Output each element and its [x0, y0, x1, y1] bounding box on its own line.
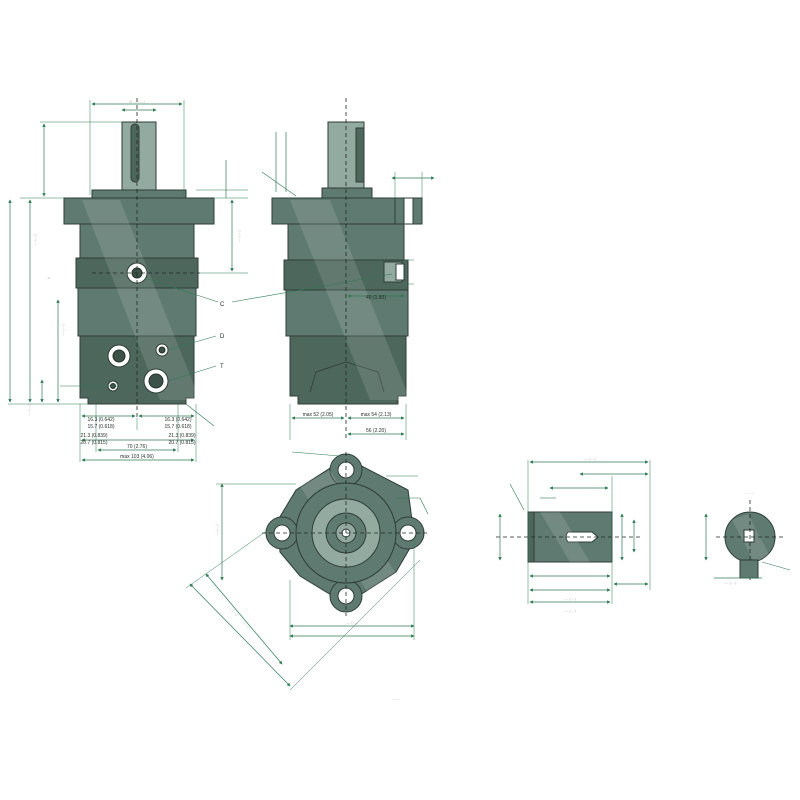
dim-text-40: 40 (1.60) [366, 295, 386, 301]
dim-text-21-3-left: 21.3 (0.839) [81, 433, 108, 439]
dim-text-70: 70 (2.76) [127, 444, 147, 450]
dim-text-faint: b [46, 276, 51, 279]
dim-text-faint: — (—) [214, 523, 219, 535]
side-flange-slot [403, 197, 414, 225]
dim-text-faint: — (—) [584, 456, 596, 461]
front-shaft-keyway [130, 123, 140, 183]
dim-text-20-7-left: 20.7 (0.815) [81, 440, 108, 446]
dim-text-16-3-right: 16.3 (0.642) [165, 417, 192, 423]
label-port-c: C [220, 302, 225, 308]
dim-text-21-3-right: 21.3 (0.839) [169, 433, 196, 439]
dim-text-16-3-left: 16.3 (0.642) [88, 417, 115, 423]
dim-text-faint: — (—) [236, 229, 241, 241]
dim-text-faint: — (—) [239, 617, 251, 629]
leader-shaft-chamfer [509, 483, 525, 511]
dim-text-faint: Ø — (—) [129, 99, 146, 104]
dim-text-max-54: max 54 (2.13) [361, 412, 392, 418]
side-sheen [290, 200, 410, 400]
dim-diagonal-2 [205, 573, 283, 665]
port-d-front-bore [158, 346, 166, 354]
side-port-fitting-bore [395, 263, 405, 281]
dim-text-faint: — (—) [724, 580, 736, 585]
drawing-note-faint: — — [391, 696, 400, 701]
front-mounting-flange [63, 197, 215, 225]
leader-d [167, 335, 217, 351]
dim-text-faint: — (—) [346, 620, 358, 625]
dim-text-faint: — (—) [564, 596, 576, 601]
dim-text-faint: — — [745, 490, 754, 495]
ext-line [289, 559, 421, 691]
label-port-d: D [220, 334, 225, 340]
side-port-block [289, 335, 407, 405]
leader-c-side [231, 273, 393, 303]
label-port-t: T [220, 364, 224, 370]
leader-c-front [144, 277, 219, 303]
leader-flange-top [291, 451, 341, 457]
front-view: Ø — (—) b — (—) — (—) — (—) — (—) 16.3 (… [8, 98, 248, 462]
port-b-front-bore [148, 373, 164, 389]
dim-diagonal-1 [189, 583, 291, 687]
dim-text-15-7-left: 15.7 (0.618) [88, 424, 115, 430]
front-sheen [82, 200, 200, 400]
ext-line [185, 519, 283, 589]
shaft-detail-view: — (—) — (—) — (—) [496, 456, 651, 613]
dim-text-faint: — (—) [60, 323, 65, 335]
side-shaft-key [355, 127, 365, 183]
side-view: 40 (1.60) max 52 (2.05) max 54 (2.13) 56… [231, 98, 435, 440]
dim-text-56: 56 (2.20) [366, 428, 386, 434]
leader-bottom-right [185, 403, 215, 427]
dim-text-faint: — (—) [26, 403, 31, 415]
leader-flange-side [261, 171, 297, 197]
dim-text-faint: — (—) [564, 608, 576, 613]
shaft-detail-sheen [540, 512, 590, 562]
dim-text-20-7-right: 20.7 (0.815) [169, 440, 196, 446]
leader-flange-right-3 [419, 497, 429, 515]
dim-text-max-103: max 103 (4.06) [120, 454, 154, 460]
shaft-end-key-profile [739, 559, 759, 579]
dim-text-max-52: max 52 (2.05) [303, 412, 334, 418]
flange-view: — (—) — (—) — (—) — (—) — — [185, 451, 430, 701]
shaft-end-view: — — — (—) [704, 490, 791, 585]
dim-text-faint: — (—) [227, 605, 239, 617]
dim-text-15-7-right: 15.7 (0.618) [165, 424, 192, 430]
shaft-end-key [743, 529, 755, 543]
leader-t [167, 365, 217, 382]
side-port-contour [309, 361, 385, 393]
leader-shaft-end-key [761, 561, 791, 571]
port-a-front-bore [112, 349, 126, 363]
dim-text-faint: — (—) [32, 233, 37, 245]
front-shaft-collar [91, 189, 187, 199]
side-shaft-collar [321, 187, 373, 199]
